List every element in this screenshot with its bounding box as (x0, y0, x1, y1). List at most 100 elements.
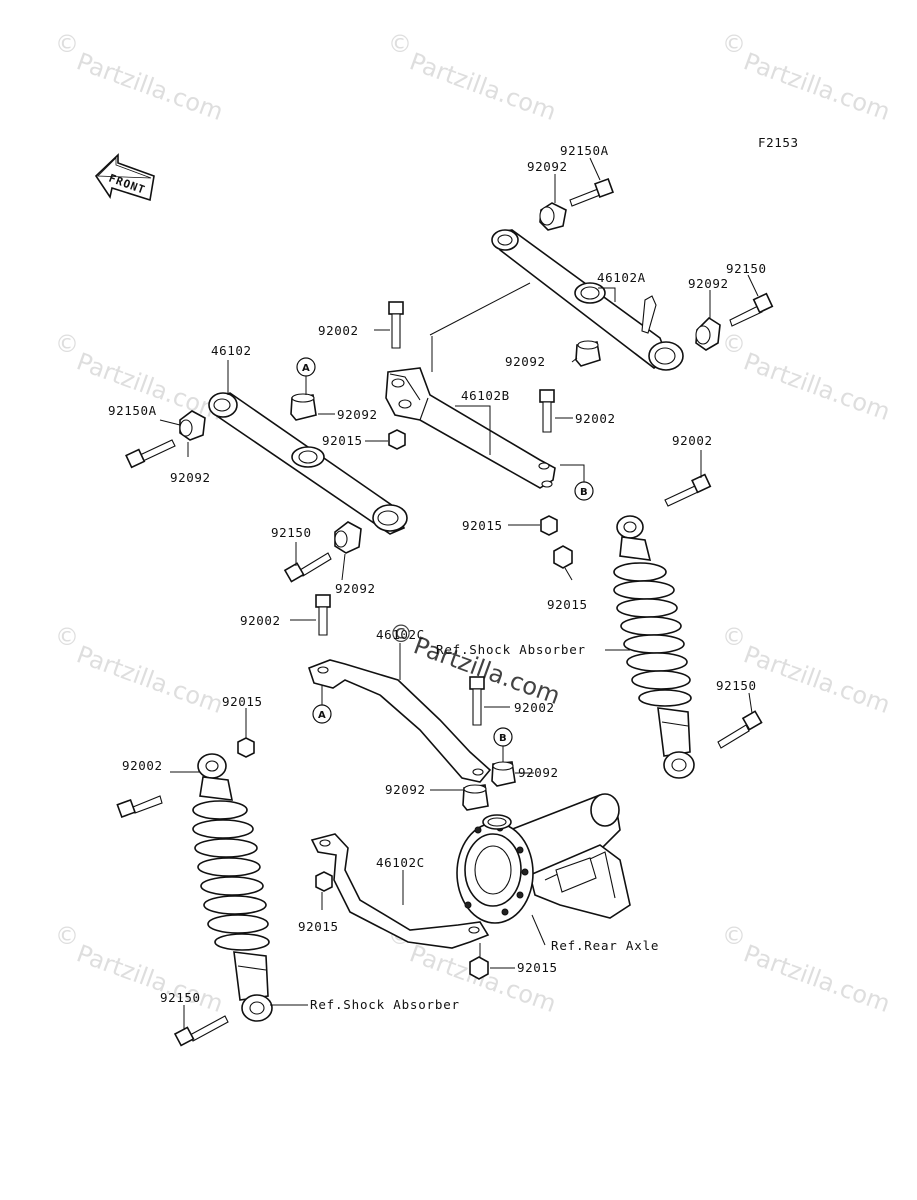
part-label[interactable]: 46102B (461, 388, 510, 403)
bushing-92092-mid[interactable] (290, 393, 317, 421)
part-label[interactable]: 92015 (462, 518, 503, 533)
nut-92015-b[interactable] (540, 515, 558, 536)
bushing-92092-left2[interactable] (462, 784, 489, 811)
part-label[interactable]: 46102C (376, 855, 425, 870)
watermark-text: Partzilla.com (73, 640, 227, 719)
shock-absorber-right[interactable] (613, 515, 695, 779)
watermark-copyright: © (388, 30, 412, 58)
bolt-92002-a[interactable] (388, 301, 404, 349)
bolt-92002-e[interactable] (469, 676, 485, 726)
watermark-copyright: © (722, 330, 746, 358)
leader-lines (159, 157, 759, 1030)
rear-axle[interactable] (456, 793, 631, 924)
part-label[interactable]: 46102 (211, 343, 252, 358)
part-label[interactable]: 92150A (108, 403, 157, 418)
part-label[interactable]: 92092 (385, 782, 426, 797)
upper-arm-46102[interactable] (208, 392, 408, 535)
shock-absorber-left[interactable] (192, 753, 273, 1022)
svg-text:A: A (318, 710, 326, 721)
part-label[interactable]: 92092 (337, 407, 378, 422)
bushing-92092-right[interactable] (695, 316, 721, 351)
part-label[interactable]: 92015 (517, 960, 558, 975)
bolt-92150-right[interactable] (729, 292, 774, 327)
svg-text:B: B (580, 487, 588, 498)
part-label[interactable]: 92150 (160, 990, 201, 1005)
bolt-92002-b[interactable] (539, 389, 555, 433)
watermark-copyright: © (55, 30, 79, 58)
bushing-92092-top[interactable] (539, 202, 567, 231)
nut-92015-a[interactable] (388, 429, 406, 450)
svg-text:B: B (499, 733, 507, 744)
part-label[interactable]: 92015 (298, 919, 339, 934)
leader-line (429, 282, 531, 336)
ref-label[interactable]: Ref.Shock Absorber (310, 997, 460, 1012)
ref-label[interactable]: Ref.Rear Axle (551, 938, 659, 953)
part-label[interactable]: 92092 (505, 354, 546, 369)
spring-icon (192, 800, 270, 951)
part-label[interactable]: 92002 (672, 433, 713, 448)
bolt-92150-midleft[interactable] (283, 552, 332, 583)
part-label[interactable]: 92150 (716, 678, 757, 693)
bolt-92002-d[interactable] (315, 594, 331, 636)
part-label[interactable]: 92002 (575, 411, 616, 426)
watermark-text: Partzilla.com (740, 47, 894, 126)
watermark-copyright: © (55, 330, 79, 358)
bolt-92002-c[interactable] (664, 473, 712, 507)
part-label[interactable]: 92002 (318, 323, 359, 338)
nut-92015-d[interactable] (315, 871, 333, 892)
watermark-text: Partzilla.com (740, 939, 894, 1018)
part-label[interactable]: 92092 (688, 276, 729, 291)
part-label[interactable]: 92092 (518, 765, 559, 780)
ring-icon (482, 814, 512, 830)
part-label[interactable]: 92015 (322, 433, 363, 448)
bolt-92150-bottomleft[interactable] (173, 1015, 229, 1047)
part-label[interactable]: 92092 (335, 581, 376, 596)
stabilizer-46102C-bottom[interactable] (310, 833, 490, 949)
watermark-copyright: © (722, 30, 746, 58)
watermark-text: Partzilla.com (406, 47, 560, 126)
watermark-copyright: © (55, 623, 79, 651)
part-label[interactable]: 92002 (514, 700, 555, 715)
callout-a-top: A (296, 357, 316, 395)
part-label[interactable]: 46102C (376, 627, 425, 642)
callout-b-lower: B (493, 727, 513, 762)
part-label[interactable]: 92150 (271, 525, 312, 540)
callout-b-mid: B (560, 464, 594, 501)
part-label[interactable]: 92092 (170, 470, 211, 485)
watermark-copyright: © (722, 623, 746, 651)
part-label[interactable]: 92002 (240, 613, 281, 628)
front-arrow-icon: FRONT (94, 153, 155, 202)
nut-92015-f[interactable] (237, 737, 255, 758)
bushing-92092-left[interactable] (179, 410, 206, 441)
diagram-id: F2153 (758, 135, 799, 150)
ref-label[interactable]: Ref.Shock Absorber (436, 642, 586, 657)
bolt-92002-f[interactable] (116, 795, 163, 818)
part-label[interactable]: 92002 (122, 758, 163, 773)
part-label[interactable]: 92150 (726, 261, 767, 276)
bushing-92092-right2[interactable] (491, 761, 516, 787)
bolt-92150A-left[interactable] (125, 439, 176, 469)
bushing-92092-under[interactable] (575, 340, 601, 367)
spring-icon (613, 562, 692, 707)
bushing-92092-lower[interactable] (334, 521, 362, 554)
callout-a-lower: A (312, 685, 332, 724)
bolt-92150A-top[interactable] (569, 178, 614, 207)
watermark-text: Partzilla.com (73, 47, 227, 126)
bracket-46102B[interactable] (385, 367, 556, 489)
part-labels: 92150A 92092 46102A 92150 92092 92002 92… (108, 143, 767, 1012)
nut-92015-c[interactable] (553, 545, 573, 569)
nut-92015-e[interactable] (469, 956, 489, 980)
part-label[interactable]: 92015 (222, 694, 263, 709)
bolt-92150-lowerright[interactable] (717, 710, 763, 749)
upper-arm-46102A[interactable] (491, 229, 684, 371)
part-label[interactable]: 92015 (547, 597, 588, 612)
part-label[interactable]: 92092 (527, 159, 568, 174)
watermark-copyright: © (55, 922, 79, 950)
svg-text:A: A (302, 363, 310, 374)
watermark-copyright-center: © (389, 620, 413, 648)
watermark-text: Partzilla.com (740, 347, 894, 426)
part-label[interactable]: 92150A (560, 143, 609, 158)
part-label[interactable]: 46102A (597, 270, 646, 285)
stabilizer-46102C-top[interactable] (307, 659, 492, 783)
